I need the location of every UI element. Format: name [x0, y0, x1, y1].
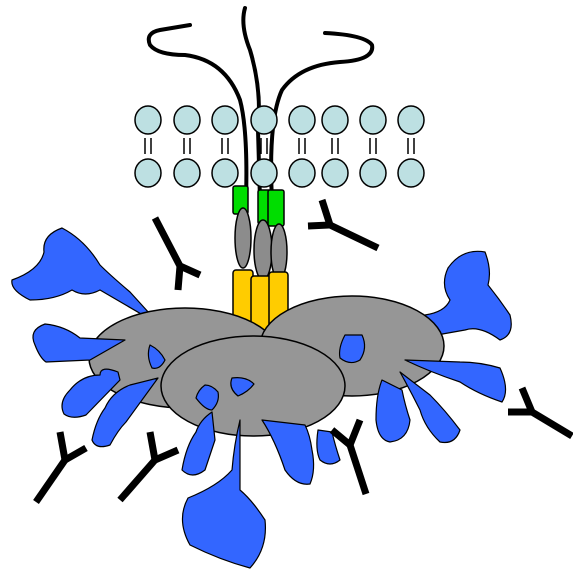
lipid-head-outer: [322, 106, 348, 134]
gray-domain-middle: [254, 220, 272, 280]
lipid-head-inner: [360, 159, 386, 187]
carbohydrate-blade: [400, 372, 460, 443]
lipid-head-outer: [398, 106, 424, 134]
lipid-head-outer: [289, 106, 315, 134]
gray-domain-left: [235, 208, 251, 268]
antibody: [508, 388, 572, 436]
lipid-head-inner: [212, 159, 238, 187]
lipid-head-inner: [174, 159, 200, 187]
lipid-head-outer: [360, 106, 386, 134]
lipid-head-inner: [135, 159, 161, 187]
lipid-head-outer: [174, 106, 200, 134]
lipid-head-outer: [135, 106, 161, 134]
lipid-head-outer: [212, 106, 238, 134]
lipid-bilayer: [135, 106, 424, 187]
lipid-head-inner: [289, 159, 315, 187]
lipid-head-inner: [322, 159, 348, 187]
lipid-head-inner: [398, 159, 424, 187]
antibody: [36, 432, 86, 502]
carbohydrate-blade: [376, 380, 410, 442]
carbohydrate-blade: [12, 228, 160, 325]
green-domain-right: [268, 190, 284, 226]
antibody: [155, 218, 200, 290]
antibody: [120, 432, 178, 500]
carbohydrate-blade: [340, 335, 365, 363]
lipid-head-outer: [251, 106, 277, 134]
antibody: [308, 200, 378, 248]
carbohydrate-blade: [262, 420, 314, 484]
receptor-stalk: [233, 186, 288, 334]
lipid-head-inner: [251, 159, 277, 187]
